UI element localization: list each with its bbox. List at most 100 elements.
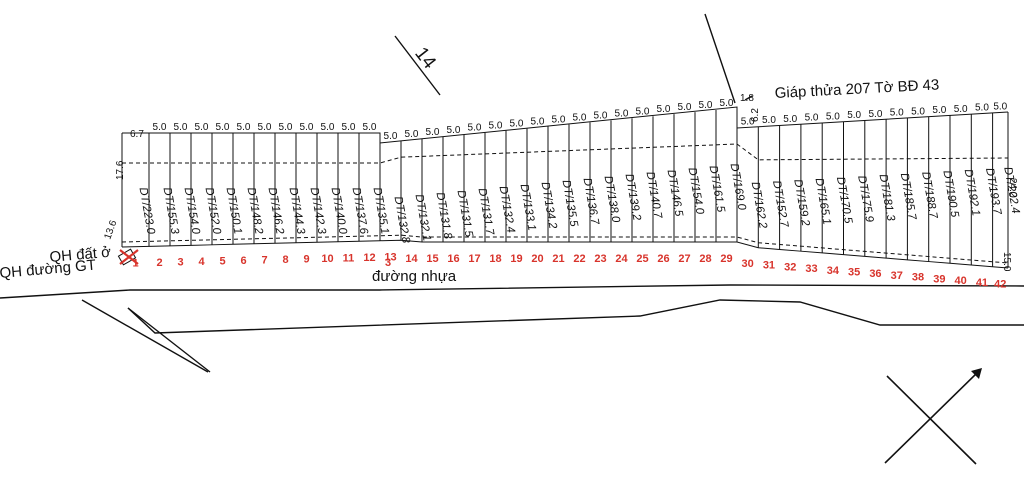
lot-area: DT/135.1 [371,186,391,235]
lot-number: 23 [594,253,606,265]
lot-frontage: 5.0 [975,103,989,114]
lot-frontage: 5.0 [573,112,587,123]
lot-area: DT/181.3 [876,173,896,222]
lot-area: DT/146.5 [665,169,685,218]
lot-area: DT/193.7 [983,167,1003,216]
lot-number: 30 [742,258,754,270]
lot-frontage: 5.0 [954,104,968,115]
lot-area: DT/133.1 [518,183,538,232]
lot-area: DT/223.0 [137,186,157,235]
lot-frontage: 5.0 [531,117,545,128]
lot-frontage: 5.0 [384,131,398,142]
lot-frontage: 5.0 [321,122,335,133]
lot-frontage: 5.0 [868,109,882,120]
lot-number: 22 [573,253,585,265]
lot-number: 14 [405,253,418,265]
lot-frontage: 5.0 [615,108,629,119]
lot-area: DT/150.1 [224,186,244,235]
lot-area: DT/188.7 [919,171,939,220]
lot-area: DT/131.7 [476,187,496,236]
lot-number: 8 [282,254,288,266]
lot-area: DT/146.2 [266,186,286,235]
map-number: 14 [410,43,440,73]
lot-number: 15 [426,253,438,265]
lot-frontage: 5.0 [678,102,692,113]
lot-area: DT/131.8 [434,191,454,240]
lot-number: 3 [177,257,183,269]
lot-number: 11 [343,252,355,264]
zone-label-residential: QH đất ở [49,244,112,266]
lot-number: 32 [784,261,796,273]
lot-labels: DT/223.01DT/155.325.0DT/154.035.0DT/152.… [132,98,1021,290]
lot-number: 31 [763,260,775,272]
lot-number: 28 [699,253,711,265]
lot-13-extra-label: 3 [385,257,391,269]
lot-frontage: 5.0 [699,100,713,111]
lot-area: DT/140.7 [644,171,664,220]
lot-area: DT/138.0 [602,175,622,224]
zone-label-road: QH đường GT [0,257,97,282]
lot-area: DT/132.4 [497,185,517,234]
lot-area: DT/135.5 [560,179,580,228]
map-sheet-line [394,35,441,96]
lot-area: DT/161.5 [707,165,727,214]
lot-frontage: 5.0 [258,122,272,133]
lot-number: 10 [321,253,333,265]
road-label: đường nhựa [372,268,457,285]
lot-frontage: 5.0 [468,123,482,134]
bend-label-2: 6.2 [750,108,761,122]
road-branch-left [81,299,209,373]
lot-frontage: 5.0 [826,111,840,122]
lot-area: DT/165.1 [813,177,833,226]
lot-frontage: 5.0 [741,116,755,127]
lot-frontage: 5.0 [195,122,209,133]
lot-frontage: 5.0 [762,115,776,126]
lot-area: DT/159.2 [791,178,811,227]
lot-number: 17 [468,253,480,265]
lot-area: DT/144.3 [287,186,307,235]
lot-number: 1 [132,258,138,270]
lot-number: 5 [219,256,225,268]
lot-frontage: 5.0 [594,110,608,121]
lot-frontage: 5.0 [174,122,188,133]
lot-number: 37 [891,270,903,282]
neighbor-label: Giáp thửa 207 Tờ BĐ 43 [774,76,939,102]
lot-frontage: 5.0 [805,113,819,124]
lot-frontage: 5.0 [342,122,356,133]
left-frontage-label: 6.7 [130,129,144,140]
lot-number: 29 [720,253,732,265]
lot-area: DT/154.0 [182,186,202,235]
lot-number: 16 [447,253,459,265]
lot-frontage: 5.0 [279,122,293,133]
side-length-right-top: 24.2 [1007,178,1018,198]
lot-area: DT/131.5 [455,189,475,238]
lot-number: 42 [994,278,1006,290]
lot-frontage: 5.0 [720,98,734,109]
lot-area: DT/152.7 [770,180,790,229]
lot-number: 20 [531,253,543,265]
lot-frontage: 5.0 [489,121,503,132]
lot-frontage: 5.0 [993,101,1007,112]
lot-frontage: 5.0 [890,108,904,119]
neighbor-boundary-line-2 [744,95,753,101]
lot-frontage: 5.0 [426,127,440,138]
lot-number: 26 [657,253,669,265]
lot-frontage: 5.0 [657,104,671,115]
lot-area: DT/162.2 [749,181,769,230]
road-edge-south [127,299,1024,334]
lot-number: 34 [827,265,840,277]
lot-area: DT/192.1 [962,168,982,217]
lot-number: 39 [933,273,945,285]
lot-area: DT/185.7 [898,172,918,221]
lot-lines [121,106,1009,269]
lot-number: 36 [869,268,881,280]
lot-frontage: 5.0 [153,122,167,133]
lot-frontage: 5.0 [847,110,861,121]
lot-number: 35 [848,267,860,279]
lot-area: DT/134.2 [539,181,559,230]
lot-area: DT/170.5 [834,176,854,225]
lot-number: 2 [156,257,162,269]
front-setback-line [121,234,1009,264]
